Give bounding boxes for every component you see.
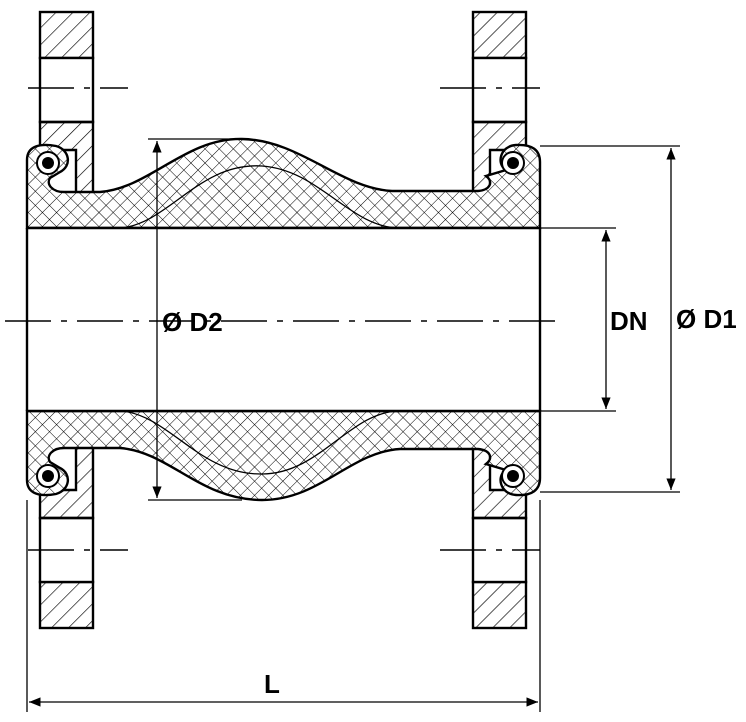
dimension-d2-label: Ø D2 [162,307,223,337]
left-flange-top-section [38,10,95,60]
rubber-body-lower-wall [25,409,542,502]
right-flange-top-section [471,10,528,60]
dimension-dn: DN [540,227,648,412]
dimension-d1-label: Ø D1 [676,304,737,334]
bore-opening [27,229,540,410]
dimension-length-label: L [264,669,280,699]
left-flange-top-bolt-hole [38,56,95,124]
right-flange-top-bolt-hole [471,56,528,124]
dimension-length: L [26,500,541,712]
dimension-dn-label: DN [610,306,648,336]
dimension-d2: Ø D2 [148,138,242,501]
center-lines [5,87,560,551]
left-flange-bottom-section [38,580,95,630]
right-flange-bottom-section [471,580,528,630]
dimension-d1: Ø D1 [540,145,737,493]
bead-rings [36,151,525,488]
rubber-body-upper-wall [25,137,542,230]
